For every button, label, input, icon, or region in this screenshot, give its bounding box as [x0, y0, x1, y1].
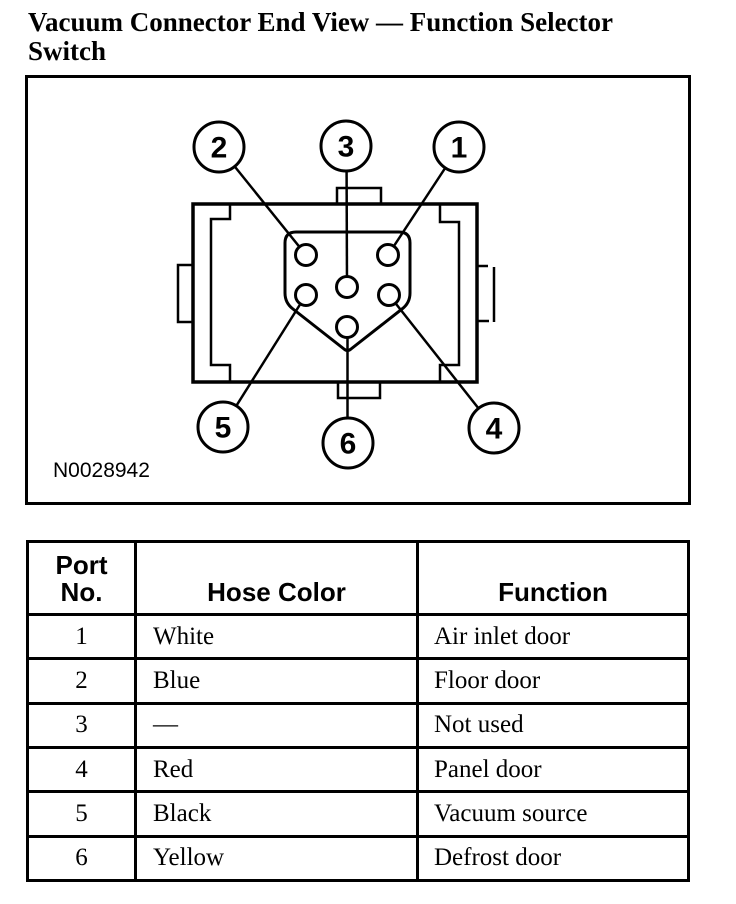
callout-circle-2	[192, 120, 246, 174]
callout-label-1: 1	[451, 132, 468, 165]
port-hole-3	[335, 275, 359, 299]
table-row: 5 Black Vacuum source	[26, 790, 690, 838]
figure-code: N0028942	[53, 459, 150, 482]
bottom-tab	[336, 382, 382, 400]
function-cell: Defrost door	[416, 834, 690, 883]
hose-color-cell: Yellow	[134, 834, 419, 883]
callout-label-3: 3	[338, 131, 355, 164]
table-row: 3 — Not used	[26, 701, 690, 749]
page-title-line2: Switch	[28, 36, 107, 66]
port-hole-2	[294, 243, 318, 267]
port-no-cell: 1	[26, 612, 137, 661]
column-header-function: Function	[416, 540, 690, 616]
function-cell: Air inlet door	[416, 612, 690, 661]
table-row: 4 Red Panel door	[26, 745, 690, 794]
column-header-port-line1: Port	[55, 550, 108, 580]
port-hole-6	[335, 315, 359, 339]
callout-label-4: 4	[486, 413, 503, 446]
page-title-line1: Vacuum Connector End View — Function Sel…	[28, 7, 614, 37]
callout-balloons: 2 3 1 5 6 4	[192, 119, 521, 470]
callout-label-2: 2	[211, 132, 228, 165]
callout-circle-4	[467, 401, 521, 455]
hose-color-cell: Black	[134, 790, 419, 838]
connector-end-view-diagram: 2 3 1 5 6 4 N0028942	[25, 75, 691, 505]
left-inner-outline	[209, 205, 232, 381]
function-cell: Not used	[416, 701, 690, 749]
port-hole-1	[376, 243, 400, 267]
connector-housing	[176, 186, 496, 400]
port-no-cell: 6	[26, 834, 137, 883]
port-hole-5	[294, 283, 318, 307]
port-holes	[294, 243, 401, 339]
function-cell: Floor door	[416, 657, 690, 705]
callout-label-5: 5	[215, 412, 232, 445]
table-row: 6 Yellow Defrost door	[26, 834, 690, 883]
figure-border	[25, 75, 691, 505]
column-header-port-no: Port No.	[26, 540, 137, 616]
callout-circle-1	[432, 120, 486, 174]
table-header-row: Port No. Hose Color Function	[26, 540, 690, 616]
column-header-hose-color: Hose Color	[134, 540, 419, 616]
right-inner-outline	[438, 205, 461, 381]
port-no-cell: 5	[26, 790, 137, 838]
callout-circle-3	[319, 119, 373, 173]
callout-circle-5	[196, 400, 250, 454]
hose-color-cell: Blue	[134, 657, 419, 705]
function-cell: Panel door	[416, 745, 690, 794]
hose-color-cell: —	[134, 701, 419, 749]
port-hole-4	[377, 283, 401, 307]
port-no-cell: 4	[26, 745, 137, 794]
callout-circle-6	[321, 416, 375, 470]
hose-color-cell: White	[134, 612, 419, 661]
port-no-cell: 2	[26, 657, 137, 705]
table-row: 2 Blue Floor door	[26, 657, 690, 705]
port-no-cell: 3	[26, 701, 137, 749]
page-title: Vacuum Connector End View — Function Sel…	[28, 8, 613, 66]
port-shield-outline	[283, 230, 412, 352]
function-cell: Vacuum source	[416, 790, 690, 838]
leader-line-port-4	[388, 294, 495, 429]
top-tab	[335, 186, 383, 204]
hose-color-cell: Red	[134, 745, 419, 794]
callout-label-6: 6	[340, 428, 357, 461]
port-reference-table: Port No. Hose Color Function 1 White Air…	[26, 540, 690, 883]
table-row: 1 White Air inlet door	[26, 612, 690, 661]
left-mounting-tab	[176, 263, 195, 324]
column-header-port-line2: No.	[60, 577, 103, 607]
